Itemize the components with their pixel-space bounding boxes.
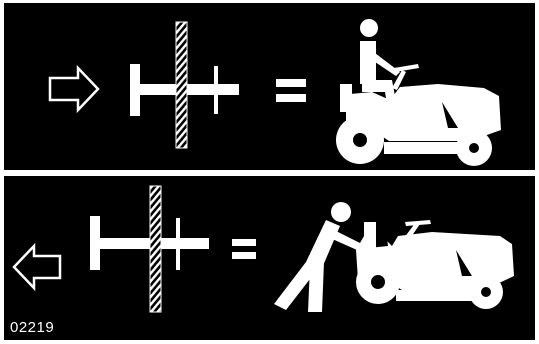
person-pushing-mower-icon: [274, 202, 514, 312]
lever-mechanism-icon: [130, 22, 239, 148]
equals-icon: [276, 79, 306, 102]
arrow-left-outline-icon: [14, 246, 60, 288]
lever-mechanism-icon: [90, 186, 209, 312]
part-code: 02219: [10, 319, 54, 337]
arrow-right-outline-icon: [50, 68, 98, 110]
seated-operator-on-mower-icon: [336, 19, 501, 166]
equals-icon: [232, 239, 256, 259]
